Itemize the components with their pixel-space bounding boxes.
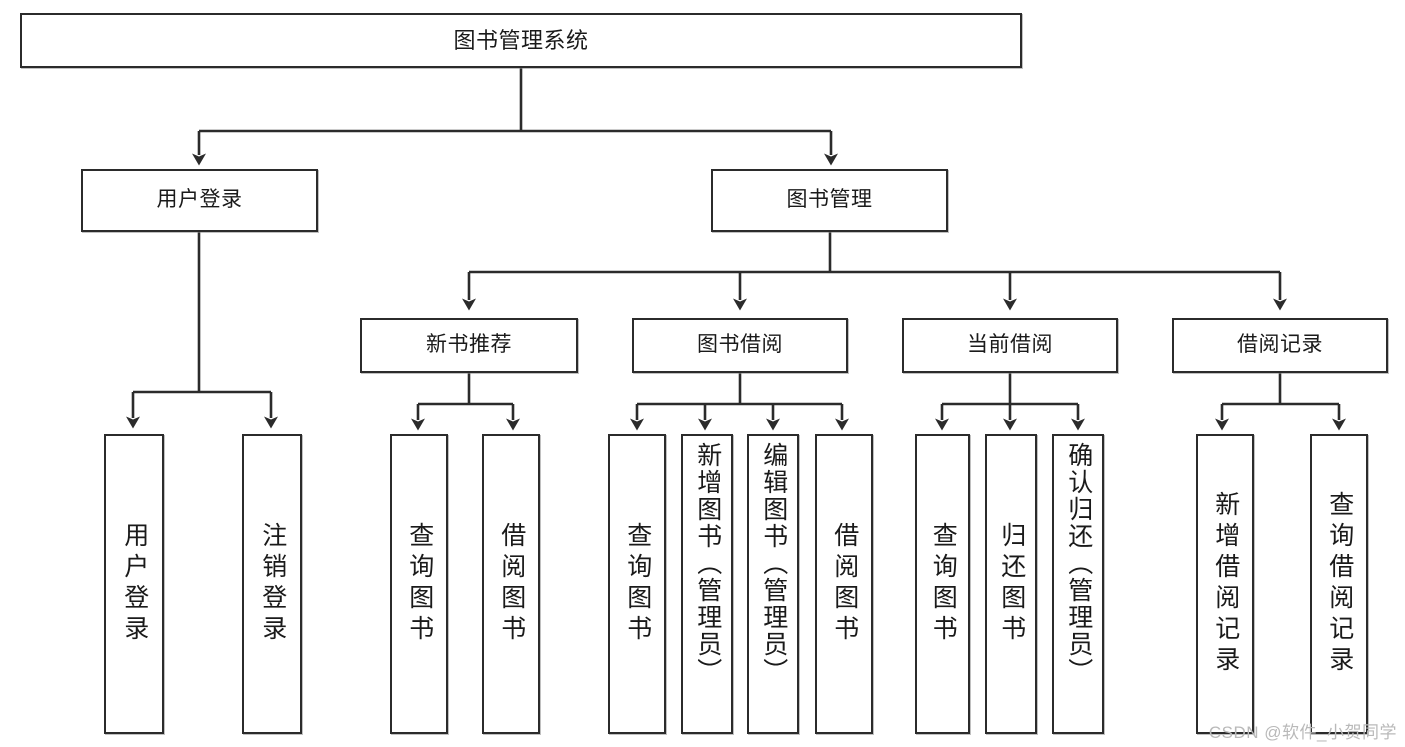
node-label: 借阅记录 (1237, 333, 1323, 357)
node-user-login[interactable]: 用户登录 (81, 169, 318, 232)
leaf-query-book-current[interactable]: 查询图书 (915, 434, 970, 734)
leaf-return-book[interactable]: 归还图书 (985, 434, 1037, 734)
leaf-edit-book-admin[interactable]: 编辑图书（管理员） (747, 434, 799, 734)
leaf-add-borrow-record[interactable]: 新增借阅记录 (1196, 434, 1254, 734)
leaf-borrow-book-borrow[interactable]: 借阅图书 (815, 434, 873, 734)
node-label: 查询图书 (405, 522, 434, 646)
node-label: 确认归还（管理员） (1064, 442, 1093, 685)
node-label: 归还图书 (997, 522, 1026, 646)
node-root-system[interactable]: 图书管理系统 (20, 13, 1022, 68)
node-book-management[interactable]: 图书管理 (711, 169, 948, 232)
leaf-borrow-book-recommend[interactable]: 借阅图书 (482, 434, 540, 734)
node-label: 新书推荐 (426, 333, 512, 357)
node-label: 借阅图书 (830, 522, 859, 646)
node-label: 图书管理系统 (453, 27, 589, 53)
node-label: 查询借阅记录 (1325, 491, 1354, 677)
node-label: 注销登录 (258, 522, 287, 646)
node-new-book-recommend[interactable]: 新书推荐 (360, 318, 578, 373)
node-current-borrow[interactable]: 当前借阅 (902, 318, 1118, 373)
leaf-user-login[interactable]: 用户登录 (104, 434, 164, 734)
node-borrow-record[interactable]: 借阅记录 (1172, 318, 1388, 373)
leaf-confirm-return-admin[interactable]: 确认归还（管理员） (1052, 434, 1104, 734)
node-label: 编辑图书（管理员） (759, 442, 788, 685)
leaf-query-book-recommend[interactable]: 查询图书 (390, 434, 448, 734)
node-label: 查询图书 (623, 522, 652, 646)
leaf-query-borrow-record[interactable]: 查询借阅记录 (1310, 434, 1368, 734)
node-book-borrow[interactable]: 图书借阅 (632, 318, 848, 373)
leaf-query-book-borrow[interactable]: 查询图书 (608, 434, 666, 734)
node-label: 用户登录 (120, 522, 149, 646)
node-label: 图书管理 (786, 188, 873, 212)
node-label: 借阅图书 (497, 522, 526, 646)
node-label: 图书借阅 (697, 333, 783, 357)
node-label: 新增借阅记录 (1211, 491, 1240, 677)
node-label: 查询图书 (929, 522, 958, 646)
csdn-watermark: CSDN @软件_小贺同学 (1208, 723, 1397, 742)
node-label: 新增图书（管理员） (693, 442, 722, 685)
leaf-logout[interactable]: 注销登录 (242, 434, 302, 734)
node-label: 用户登录 (156, 188, 243, 212)
leaf-add-book-admin[interactable]: 新增图书（管理员） (681, 434, 733, 734)
node-label: 当前借阅 (967, 333, 1053, 357)
